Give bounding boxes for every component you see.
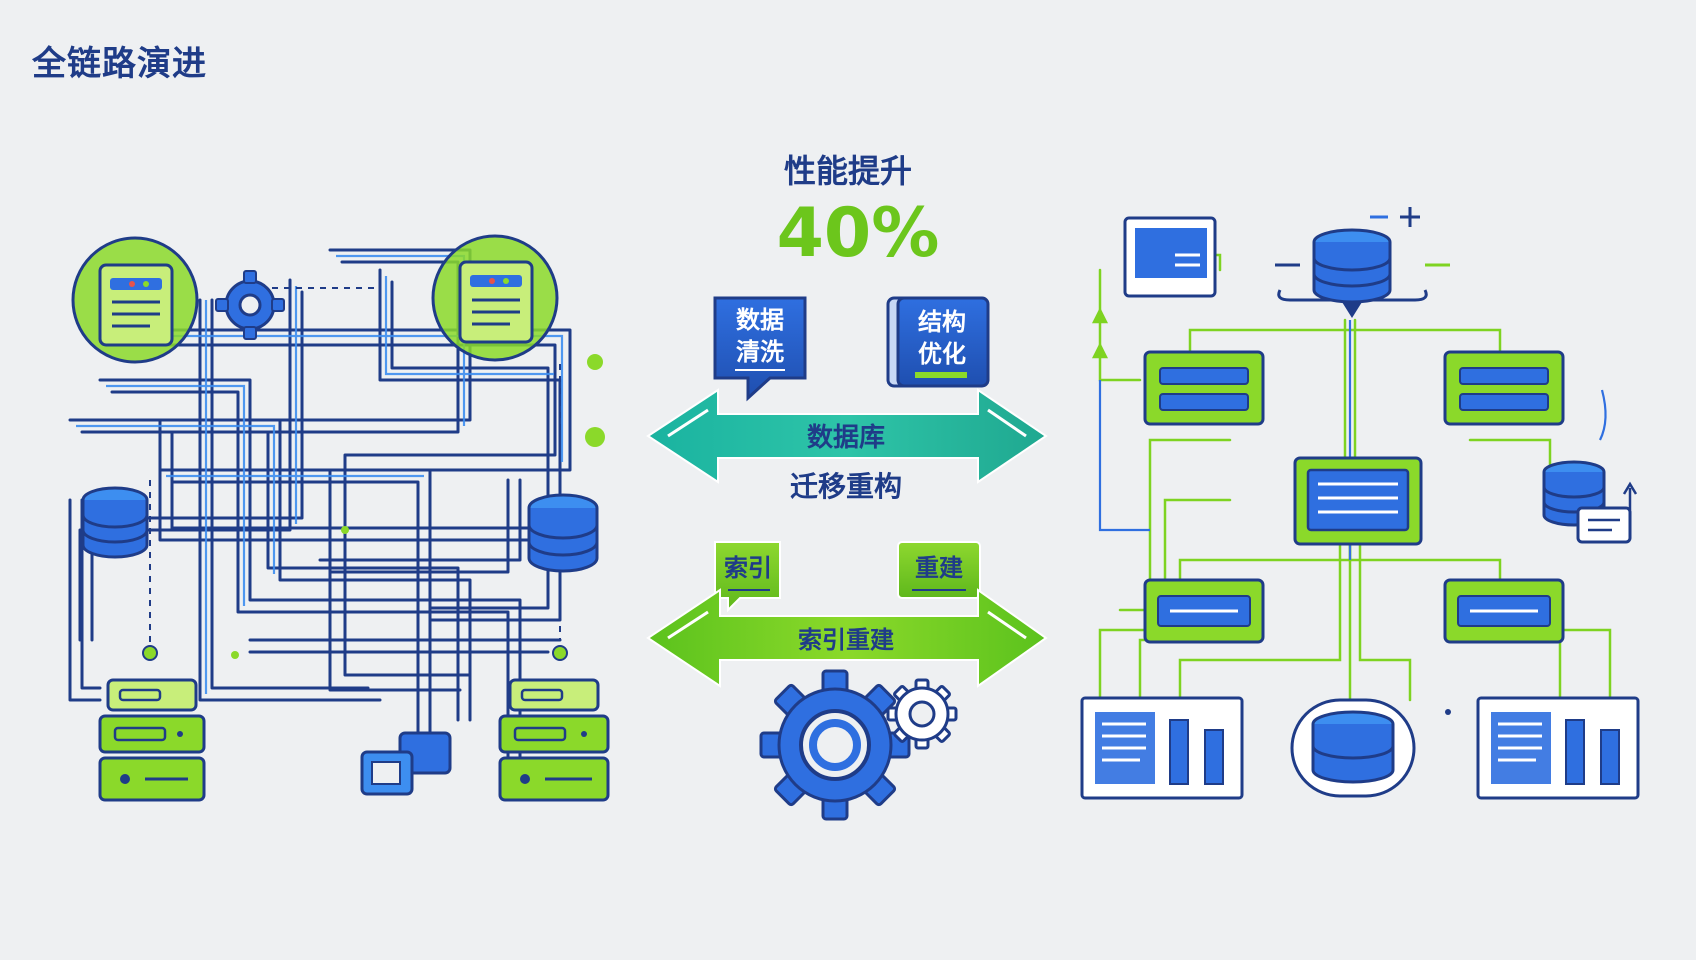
legacy-server-icon bbox=[431, 234, 559, 362]
data-cleaning-line1: 数据 bbox=[736, 306, 784, 334]
optimized-network bbox=[1080, 207, 1640, 800]
database-icon bbox=[81, 486, 149, 559]
data-cleaning-tag: 数据 清洗 bbox=[713, 296, 807, 402]
index-rebuild-label: 索引重建 bbox=[798, 626, 894, 654]
database-icon bbox=[527, 493, 599, 573]
legacy-server-icon bbox=[71, 236, 199, 364]
database-label: 数据库 bbox=[807, 423, 885, 453]
server-rack-icon bbox=[98, 678, 206, 802]
rebuild-tag-label: 重建 bbox=[915, 554, 963, 582]
windows-icon bbox=[360, 731, 452, 796]
small-gear-icon bbox=[215, 270, 285, 340]
structure-optimization-line2: 优化 bbox=[918, 340, 966, 368]
performance-label: 性能提升 bbox=[784, 152, 912, 190]
page-title: 全链路演进 bbox=[32, 44, 207, 84]
monitor-icon bbox=[1123, 216, 1217, 298]
server-rack-icon bbox=[498, 678, 610, 802]
database-icon bbox=[1542, 460, 1638, 544]
migration-label: 迁移重构 bbox=[790, 470, 902, 503]
tree-node bbox=[1143, 350, 1265, 426]
tree-node bbox=[1143, 578, 1265, 644]
index-rebuild-arrow: 索引重建 bbox=[646, 588, 1048, 688]
center-transition: 性能提升 40% 数据 清洗 结构 优化 数据库 迁移重构 索引 bbox=[646, 152, 1048, 821]
structure-optimization-tag: 结构 优化 bbox=[886, 296, 990, 388]
database-icon bbox=[1290, 698, 1416, 798]
data-cleaning-line2: 清洗 bbox=[736, 338, 784, 366]
legacy-network bbox=[68, 234, 610, 802]
rebuild-tag: 重建 bbox=[897, 541, 981, 599]
report-chart-icon bbox=[1476, 696, 1640, 800]
index-tag: 索引 bbox=[714, 541, 781, 613]
tree-node bbox=[1443, 350, 1565, 426]
performance-value: 40% bbox=[777, 194, 940, 273]
index-tag-label: 索引 bbox=[724, 554, 772, 582]
gear-icon bbox=[759, 669, 958, 821]
tree-node bbox=[1443, 578, 1565, 644]
database-icon bbox=[1277, 228, 1428, 318]
structure-optimization-line1: 结构 bbox=[918, 308, 966, 336]
database-migration-arrow: 数据库 bbox=[646, 388, 1048, 484]
central-hub-node bbox=[1293, 456, 1423, 546]
report-chart-icon bbox=[1080, 696, 1244, 800]
